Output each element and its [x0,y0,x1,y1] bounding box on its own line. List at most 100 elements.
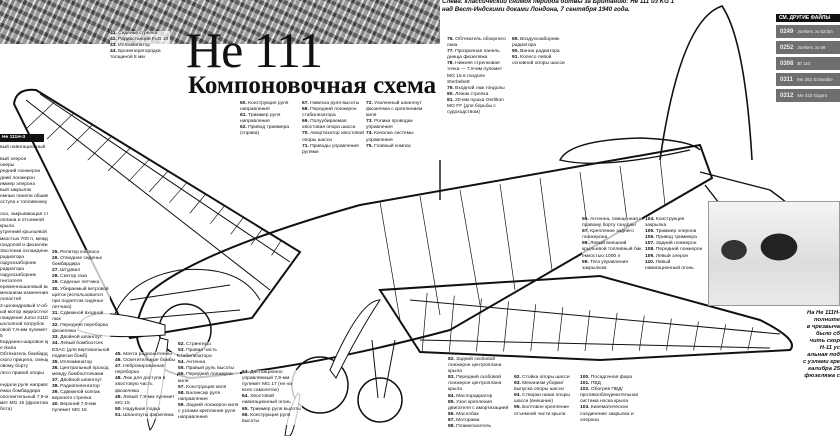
legend-text: Убираемый ветровой щиток (использовался … [52,286,109,310]
legend-item: 31. Сдвижной входной люк [52,311,110,323]
legend-number: 64. [242,394,249,400]
legend-text: Лежак стрелка [455,91,489,97]
legend-text: Радиостанция FuG 10 [118,37,169,43]
legend-number: 69. [302,119,309,125]
legend-number: 35. [52,359,59,365]
legend-text: Двойной шпангоут [60,335,103,341]
legend-text: Радиопеленгатор [60,384,100,390]
legend-line: лаждения Jumo 211D-1 [0,315,48,321]
legend-number: 65. [242,406,249,412]
tail-fin [659,5,753,161]
caption-line: чить скор [809,338,840,344]
legend-text: Пламегаситель [456,424,492,430]
legend-number: 26. [52,256,59,262]
legend-number: 72. [366,101,373,106]
file-number: 0249 [780,28,794,35]
legend-text: Триммер руля высоты [250,406,301,412]
legend-number: 83. [448,375,455,381]
legend-number: 49. [115,394,122,400]
legend-line: вый навигационный [0,145,46,151]
aircraft-photo [708,201,840,306]
legend-number: 44. [110,49,117,55]
legend-item: 110. Левый навигационный огонь [645,260,705,272]
left-stabilizer [558,137,701,165]
legend-item: 100. Посадочная фара [580,375,644,381]
wing-rib [107,147,131,172]
legend-item: 70. Амортизатор хвостовой опоры шасси [302,131,364,143]
legend-text: Прозрачная панель днища фюзеляжа [447,49,500,61]
caption-line: калибра 25 [808,366,840,372]
legend-text: Обтекатель обзорного окна [447,37,506,49]
variant-heading: He 111H-3 [0,134,44,143]
legend-number: 57. [178,384,185,390]
legend-item: 106. Привод триммера [645,235,705,241]
legend-item: 32. Передняя переборка фюзеляжа [52,323,110,335]
legend-number: 84. [448,393,455,399]
legend-line: Заслонки охлаждения [0,248,48,254]
legend-number: 36. [52,365,59,371]
legend-text: Балансир руля направления [178,390,221,402]
legend-number: 67. [302,101,309,106]
legend-line: оплана и отъемной [0,218,44,224]
legend-line: ыхлопной патрубок [0,321,45,327]
legend-item: 101. ПВД [580,381,644,387]
legend-text: Надувная лодка [123,406,161,412]
aerial-photo [0,0,440,44]
legend-item: 103. Кинематическое соединение закрылка … [580,405,644,423]
legend-line: дний лонжерон [0,175,35,181]
legend-item: 104. Конструкция закрылка [645,217,705,229]
wing-rib [476,298,482,352]
legend-number: 75. [366,143,373,149]
legend-number: 29. [52,280,59,286]
legend-item: 92. Стойка опоры шасси [514,375,578,381]
legend-line: вый элерон [0,157,27,163]
legend-text: Репитер компаса [60,250,100,255]
legend-text: Моторама [456,417,480,423]
legend-line: механизм изменения [0,291,48,297]
legend-text: Приводы управления рулями [302,143,359,155]
legend-item: 81. 20-мм пушка Oerlikon MG FF (для борь… [447,98,509,116]
legend-line: 5 [0,334,3,339]
legend-line: е Ikaria [0,346,17,352]
legend-number: 93. [514,381,521,387]
legend-text: Левый навигационный огонь [645,259,694,271]
legend-number: 89. [512,37,519,42]
legend-block: 96. Антенна, смещенная к правому борту г… [582,217,642,272]
landing-gear-strut [371,339,396,399]
legend-item: 62. Привод триммера (справа) [240,125,298,137]
legend-number: 60. [240,101,247,106]
legend-item: 109. Левый элерон [645,254,705,260]
legend-item: 36. Центральный проход между бомбоотсека… [52,366,110,378]
wing-rib [747,327,754,351]
legend-text: Штурвал [60,268,81,274]
legend-number: 88. [448,424,455,430]
legend-line: бота) [0,407,12,413]
wing-rib [67,124,93,150]
legend-number: 41. [110,31,117,36]
legend-item: 39. Сдвижной колпак верхнего стрелка [52,390,110,402]
legend-item: 49. Левый 7,9-мм пулемет MG 15 [115,395,177,407]
legend-item: 54. Антенна [178,360,240,366]
legend-item: 65. Триммер руля высоты [242,407,302,413]
legend-text: Передний лонжерон киля [178,372,233,384]
legend-item: 89. Воздухозаборник радиатора [512,37,570,49]
legend-block: 63. Дистанционно управляемый 7,9-мм пуле… [242,370,302,425]
legend-number: 66. [242,412,249,418]
legend-item: 74. Качалка системы управления [366,131,432,143]
fuselage-frames [379,157,666,321]
legend-number: 48. [115,376,122,382]
legend-text: Двойной шпангоут [60,377,103,383]
legend-number: 109. [645,253,655,259]
wing-rib [148,170,169,193]
file-number: 0308 [780,60,794,67]
legend-item: 41. Сиденье стрелка [110,31,170,37]
legend-number: 56. [178,372,185,378]
